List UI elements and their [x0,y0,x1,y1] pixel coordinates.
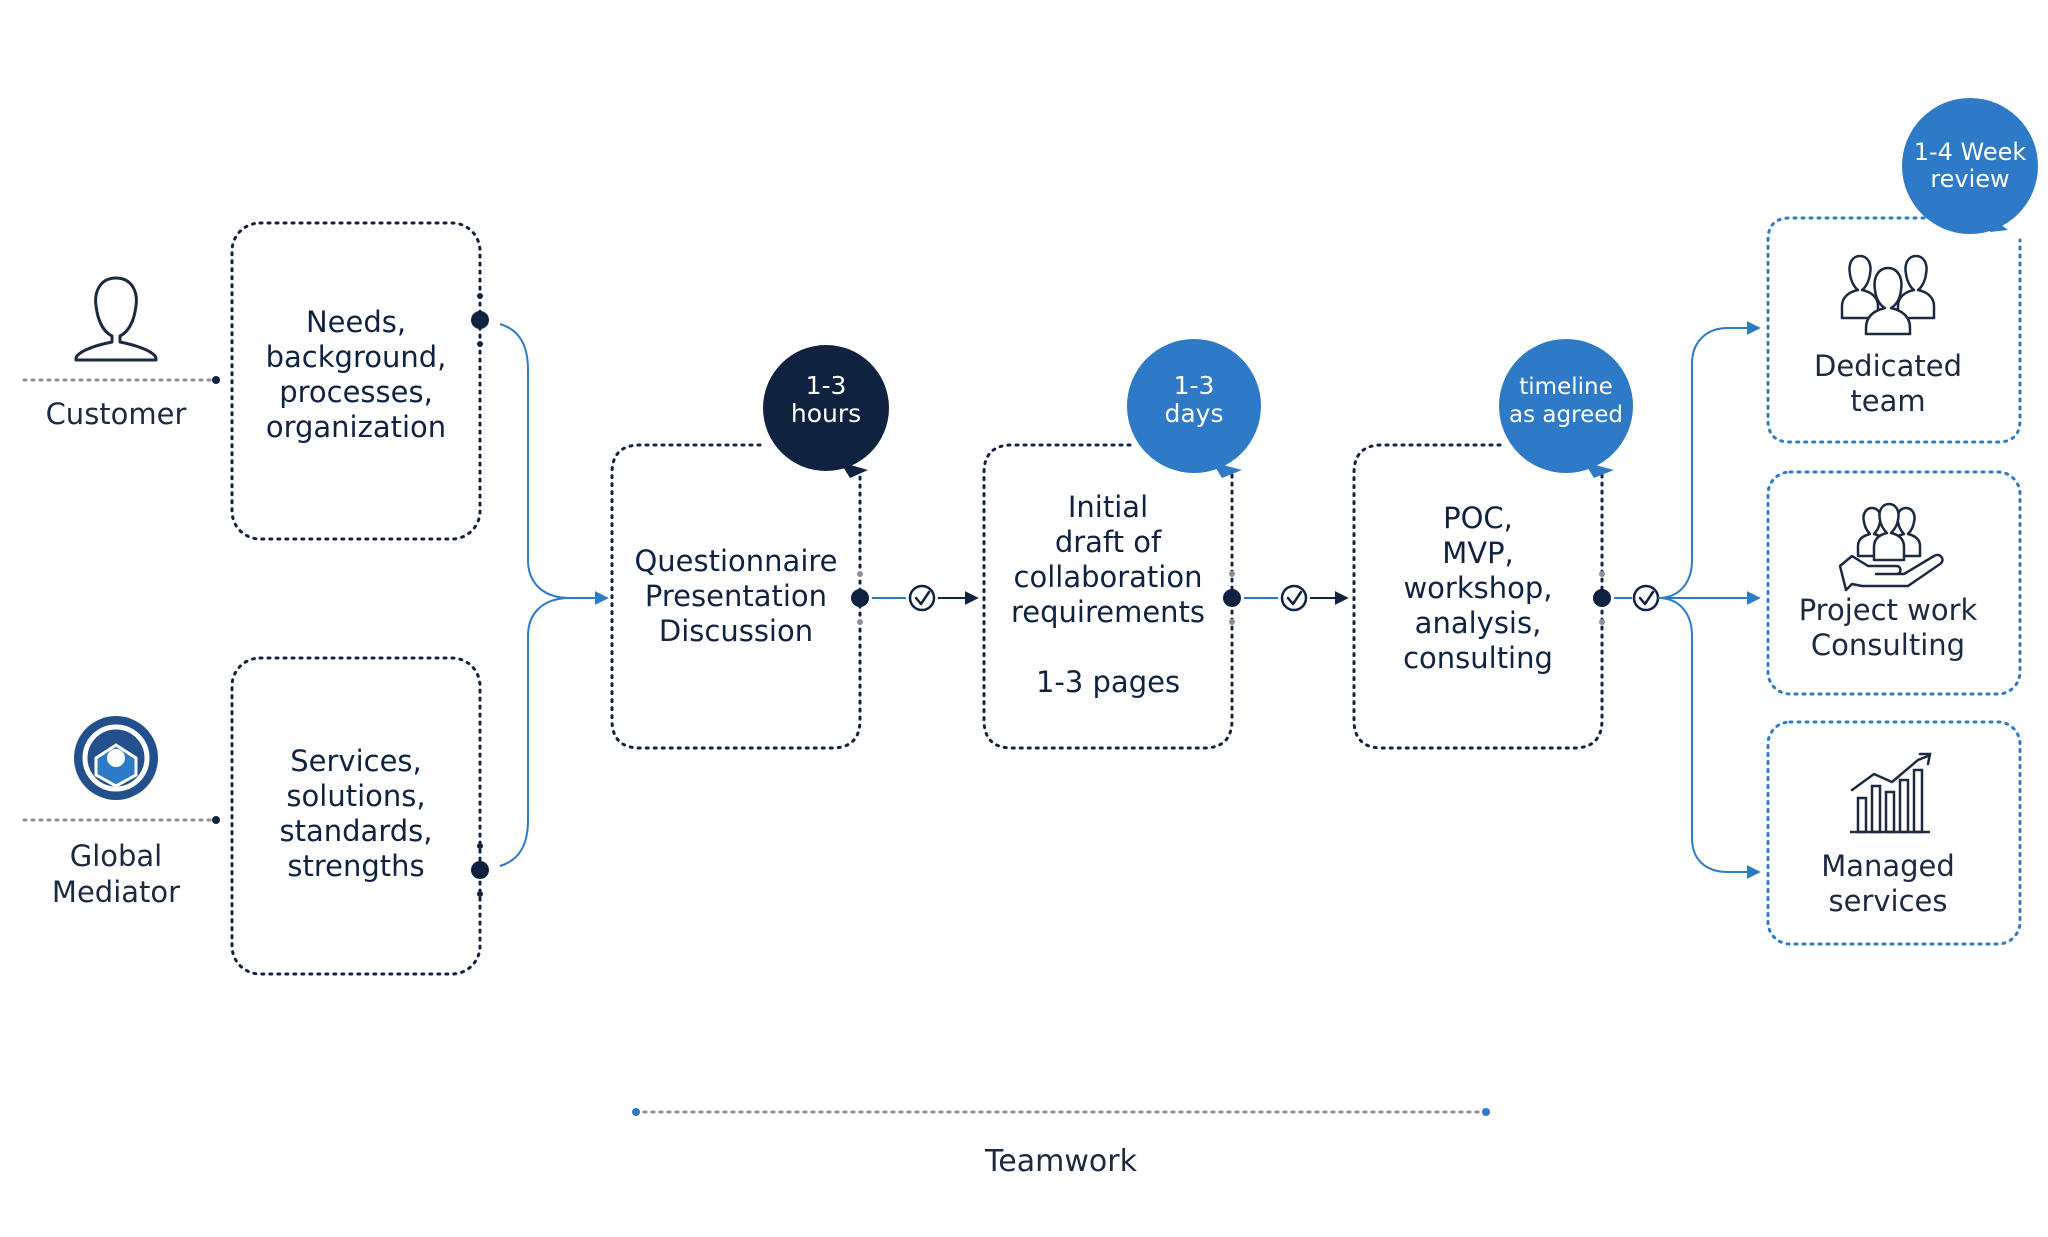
review-bubble-line1: 1-4 Week [1914,138,2027,166]
step-3-text-3: workshop, [1403,571,1552,605]
step-1-text-3: Discussion [659,614,813,648]
needs-text-2: background, [266,340,447,374]
services-box: Services, solutions, standards, strength… [230,656,489,976]
step-2-to-3-arrow [1244,584,1349,612]
step-1-text-1: Questionnaire [634,544,837,578]
outcome-1-text-2: team [1850,384,1925,418]
step-1-duration-bubble: 1-3 hours [763,345,889,478]
teamwork-label: Teamwork [984,1144,1138,1179]
output-port [1593,589,1611,607]
output-port [851,589,869,607]
services-text-1: Services, [290,744,422,778]
connector-dot [212,816,220,824]
needs-text-4: organization [266,410,446,444]
outcome-3-text-2: services [1829,884,1948,918]
output-port [471,861,489,879]
step-2-bubble-line2: days [1164,399,1223,428]
step-2-text-1: Initial [1068,490,1148,524]
step-2-text-2: draft of [1055,525,1162,559]
step-2-text-4: requirements [1011,595,1205,629]
step-3-bubble-line2: as agreed [1509,402,1623,428]
customer-label: Customer [46,397,187,431]
step-3-bubble-line1: timeline [1519,374,1612,400]
needs-text-1: Needs, [306,305,406,339]
step-3-box: POC, MVP, workshop, analysis, consulting [1352,443,1611,750]
person-icon [74,276,158,362]
step-2-text-6: 1-3 pages [1036,665,1180,699]
team-icon [1840,254,1936,336]
services-text-3: standards, [280,814,433,848]
step-2-bubble-line1: 1-3 [1174,371,1215,400]
outcome-dedicated-team: Dedicated team [1766,216,2022,444]
step-3-text-5: consulting [1403,641,1553,675]
outcome-1-text-1: Dedicated [1814,349,1962,383]
services-text-4: strengths [287,849,424,883]
outcome-2-text-1: Project work [1799,593,1978,627]
outcome-project-work: Project work Consulting [1766,470,2022,696]
step-1-bubble-line1: 1-3 [806,371,847,400]
needs-text-3: processes, [279,375,433,409]
services-text-2: solutions, [286,779,425,813]
check-icon [908,584,936,612]
teamwork-timeline: Teamwork [632,1108,1490,1179]
split-connector [1614,321,1761,879]
step-1-box: Questionnaire Presentation Discussion [610,443,869,750]
needs-box: Needs, background, processes, organizati… [230,221,489,541]
bar-chart-icon [1850,752,1932,834]
outcome-3-text-1: Managed [1821,849,1955,883]
customer-actor: Customer [22,276,220,431]
step-1-text-2: Presentation [645,579,827,613]
step-1-to-2-arrow [872,584,979,612]
global-mediator-logo [74,716,158,800]
outcome-managed-services: Managed services [1766,720,2022,946]
mediator-label-line1: Global [70,839,163,873]
step-2-duration-bubble: 1-3 days [1127,339,1261,478]
connector-dot [212,376,220,384]
step-3-text-1: POC, [1443,501,1513,535]
check-icon [1280,584,1308,612]
step-3-text-2: MVP, [1442,536,1514,570]
outcome-2-text-2: Consulting [1811,628,1965,662]
hand-people-icon [1838,502,1944,592]
step-2-text-3: collaboration [1014,560,1203,594]
output-port [471,311,489,329]
step-1-bubble-line2: hours [791,399,861,428]
mediator-label-line2: Mediator [52,875,180,909]
step-3-text-4: analysis, [1415,606,1542,640]
merge-connector [499,323,609,867]
check-icon [1632,584,1660,612]
review-bubble-line2: review [1930,165,2009,193]
step-3-duration-bubble: timeline as agreed [1499,339,1633,478]
step-2-box: Initial draft of collaboration requireme… [982,443,1241,750]
mediator-actor: Global Mediator [22,716,220,909]
output-port [1223,589,1241,607]
review-bubble: 1-4 Week review [1902,98,2038,234]
